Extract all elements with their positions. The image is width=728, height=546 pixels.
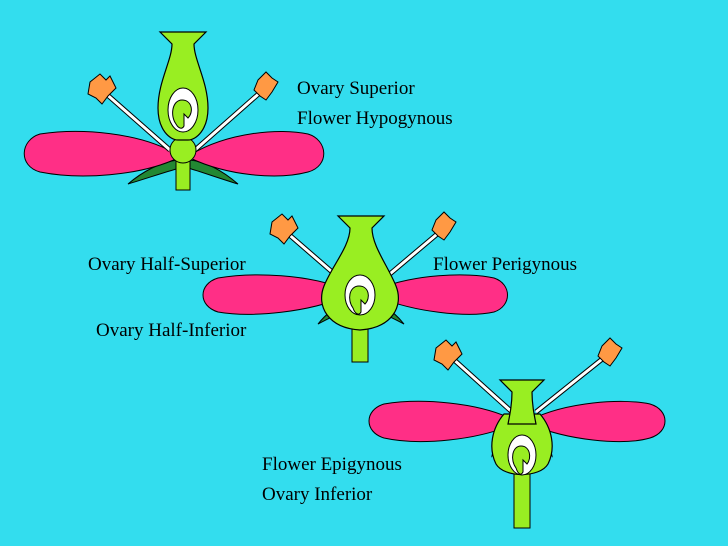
petal-left	[202, 274, 347, 315]
ovule	[512, 445, 531, 475]
anther-right	[431, 211, 457, 241]
anther-left	[269, 213, 299, 245]
pistil	[321, 215, 399, 331]
anther-right	[253, 71, 279, 101]
receptacle	[169, 136, 197, 164]
hypogynous-flower	[23, 31, 325, 191]
pedicel	[513, 469, 531, 529]
label-flower-hypogynous: Flower Hypogynous	[297, 108, 453, 129]
petal-right	[375, 274, 508, 315]
petal-right	[189, 131, 325, 177]
epigynous-flower	[368, 337, 666, 529]
anther-left	[433, 339, 463, 371]
label-ovary-inferior: Ovary Inferior	[262, 484, 373, 505]
label-ovary-half-superior: Ovary Half-Superior	[88, 254, 246, 275]
ovule	[172, 99, 192, 129]
label-flower-perigynous: Flower Perigynous	[433, 254, 578, 275]
petal-left	[23, 131, 179, 177]
perigynous-flower	[202, 211, 508, 363]
petal-right	[529, 400, 666, 442]
petal-left	[368, 400, 515, 442]
anther-right	[597, 337, 623, 367]
label-ovary-half-inferior: Ovary Half-Inferior	[96, 320, 247, 341]
label-ovary-superior: Ovary Superior	[297, 78, 415, 99]
pistil	[498, 379, 546, 425]
label-flower-epigynous: Flower Epigynous	[262, 454, 402, 475]
ovule	[349, 285, 369, 315]
anther-left	[87, 73, 117, 105]
